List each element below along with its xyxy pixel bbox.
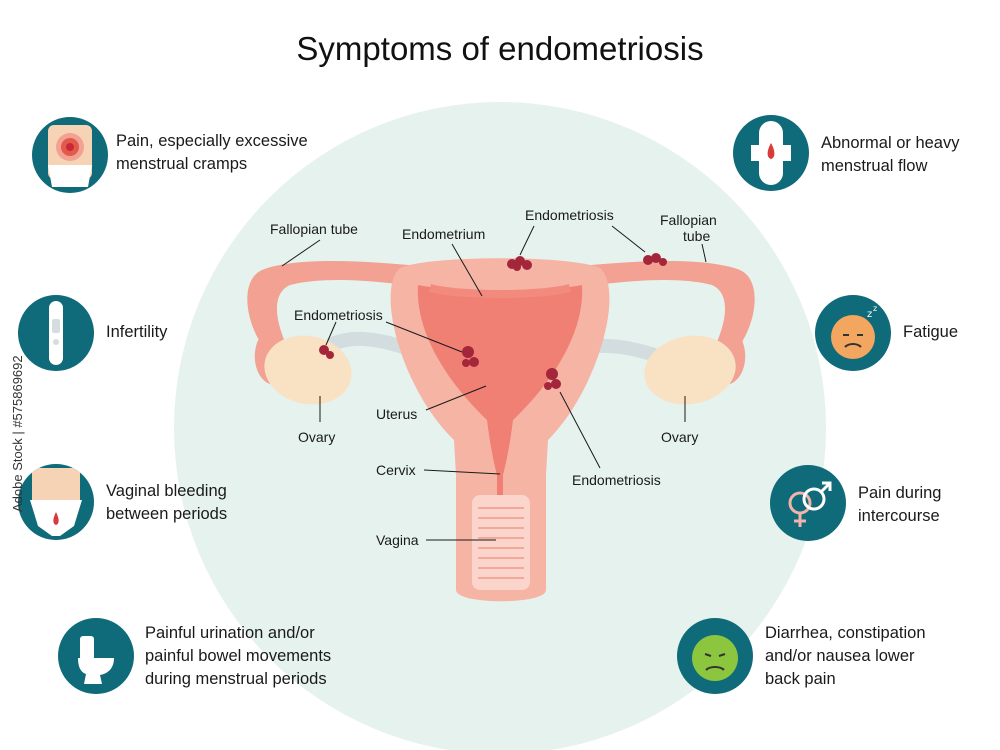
sanitary-pad-icon — [733, 115, 809, 191]
leader-endometrium — [451, 243, 483, 297]
symptom-text: Painful urination and/or painful bowel m… — [145, 624, 332, 688]
label-fallopian-tube-right-1: Fallopian — [660, 212, 717, 228]
nauseous-face-icon — [677, 618, 753, 694]
leader-fallopian-right — [701, 243, 707, 263]
label-vagina: Vagina — [376, 532, 419, 548]
leader-uterus — [425, 385, 487, 411]
label-cervix: Cervix — [376, 462, 416, 478]
lesion-uterus-left — [462, 346, 479, 367]
uterus-inner — [417, 285, 583, 485]
lesion-right-tube — [643, 253, 667, 266]
vagina-canal — [472, 495, 530, 590]
leader-cervix — [423, 469, 501, 475]
label-uterus: Uterus — [376, 406, 417, 422]
svg-text:z: z — [873, 304, 877, 313]
leader-endo-bottom — [559, 391, 601, 469]
svg-text:z: z — [867, 309, 872, 320]
label-ovary-right: Ovary — [661, 429, 698, 445]
lesion-ovary-left — [319, 345, 334, 359]
leader-endo-top — [519, 225, 535, 256]
label-endometriosis-bottom: Endometriosis — [572, 472, 661, 488]
lesion-top-center — [507, 256, 532, 271]
leader-endo-left-ovary — [325, 321, 337, 346]
leader-fallopian-left — [281, 239, 321, 267]
ovary-right-shape — [644, 335, 736, 405]
symptom-text: Vaginal bleeding between periods — [106, 482, 228, 523]
watermark: Adobe Stock | #575869692 — [10, 355, 25, 512]
label-endometriosis-left: Endometriosis — [294, 307, 383, 323]
symptom-text: Infertility — [106, 323, 168, 341]
symptom-text: Abnormal or heavy menstrual flow — [821, 134, 960, 175]
page-title: Symptoms of endometriosis — [296, 30, 704, 67]
label-endometriosis-top: Endometriosis — [525, 207, 614, 223]
abdomen-pain-icon — [32, 117, 108, 193]
label-fallopian-tube-right-2: tube — [683, 228, 710, 244]
toilet-icon — [58, 618, 134, 694]
symptom-text: Fatigue — [903, 323, 959, 341]
leader-endo-top-right — [611, 225, 646, 253]
pregnancy-test-icon — [18, 295, 94, 371]
gender-symbols-icon — [770, 465, 846, 541]
symptom-text: Pain during intercourse — [858, 484, 942, 525]
label-ovary-left: Ovary — [298, 429, 335, 445]
symptom-text: Diarrhea, constipation and/or nausea low… — [765, 624, 926, 688]
endometrium-lining — [428, 284, 572, 298]
symptom-text: Pain, especially excessive menstrual cra… — [116, 132, 308, 173]
label-fallopian-tube-left: Fallopian tube — [270, 221, 358, 237]
vagina-rugae — [478, 507, 524, 579]
lesion-uterus-right — [544, 368, 561, 390]
label-endometrium: Endometrium — [402, 226, 485, 242]
tired-face-icon: z z — [815, 295, 891, 371]
leader-endo-left — [385, 321, 463, 353]
bleeding-underwear-icon — [18, 464, 94, 540]
